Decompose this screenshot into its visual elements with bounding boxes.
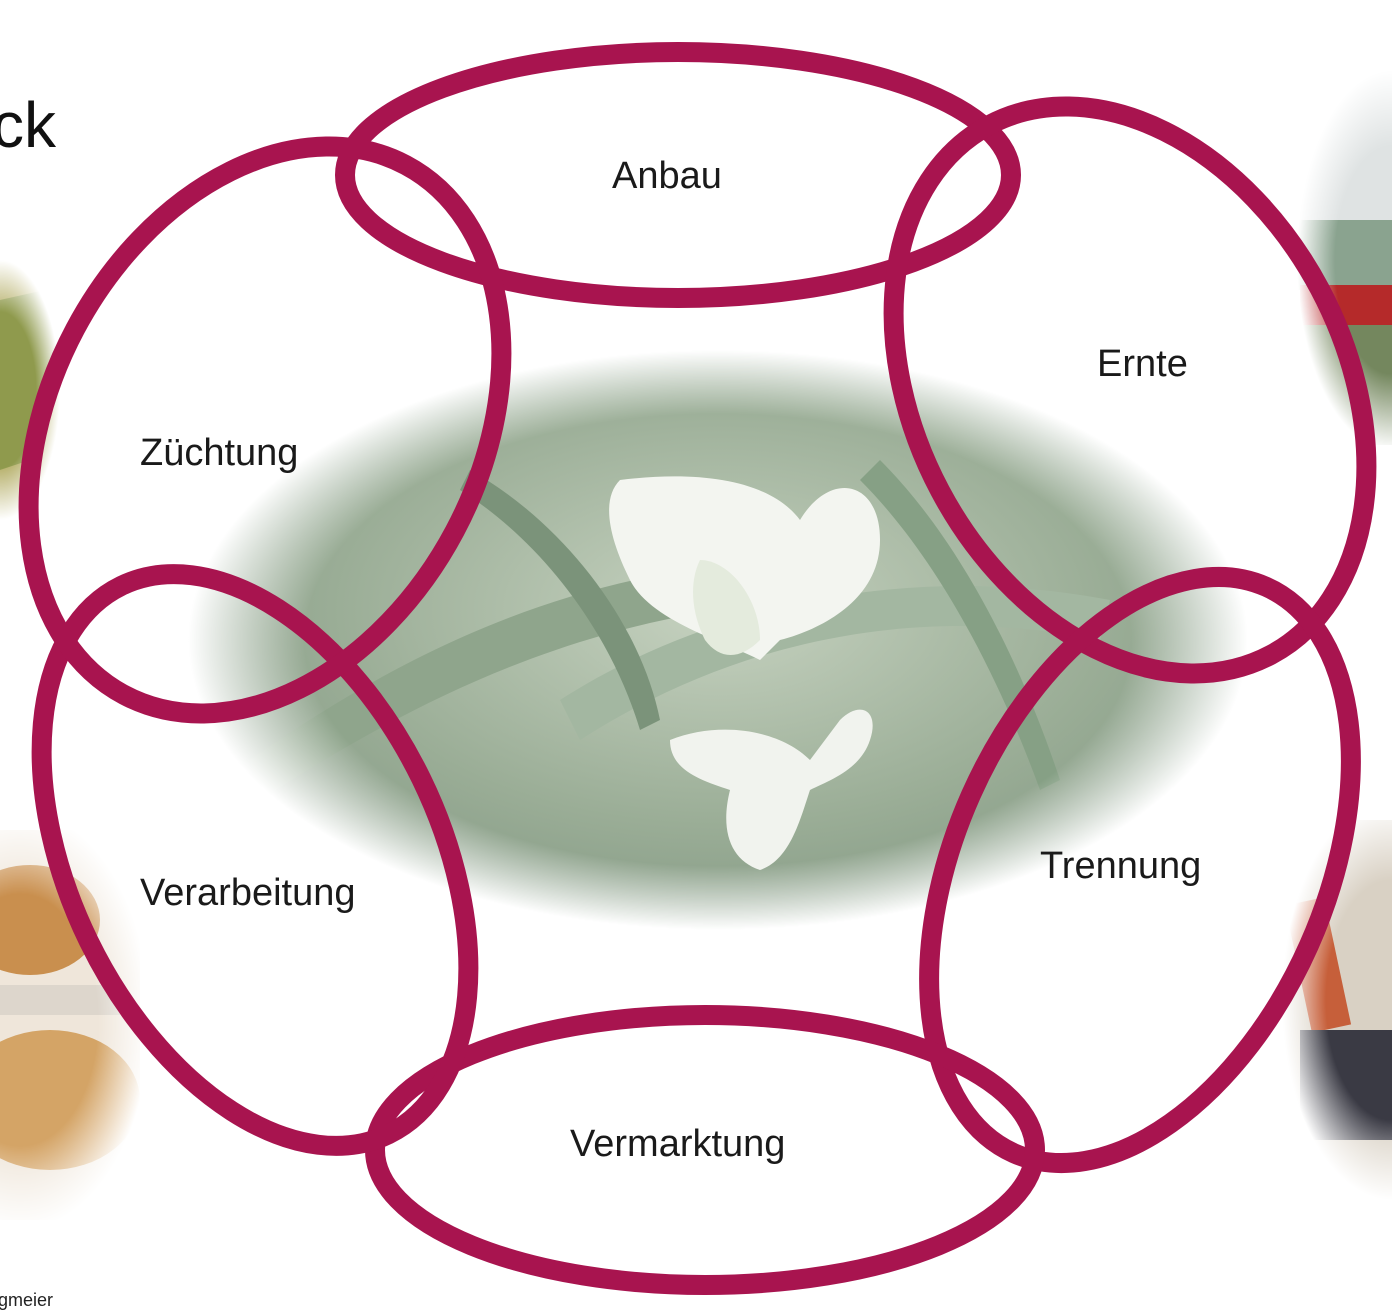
stage-label-trennung: Trennung [1040,845,1201,888]
photo-credit-fragment: gmeier [0,1290,53,1311]
stage-label-anbau: Anbau [612,155,722,198]
stage-label-ernte: Ernte [1097,343,1188,386]
slide-title-fragment: ck [0,88,56,162]
stage-label-zuechtung: Züchtung [140,432,298,475]
stage-label-vermarktung: Vermarktung [570,1123,785,1166]
stage-label-verarbeitung: Verarbeitung [140,872,356,915]
